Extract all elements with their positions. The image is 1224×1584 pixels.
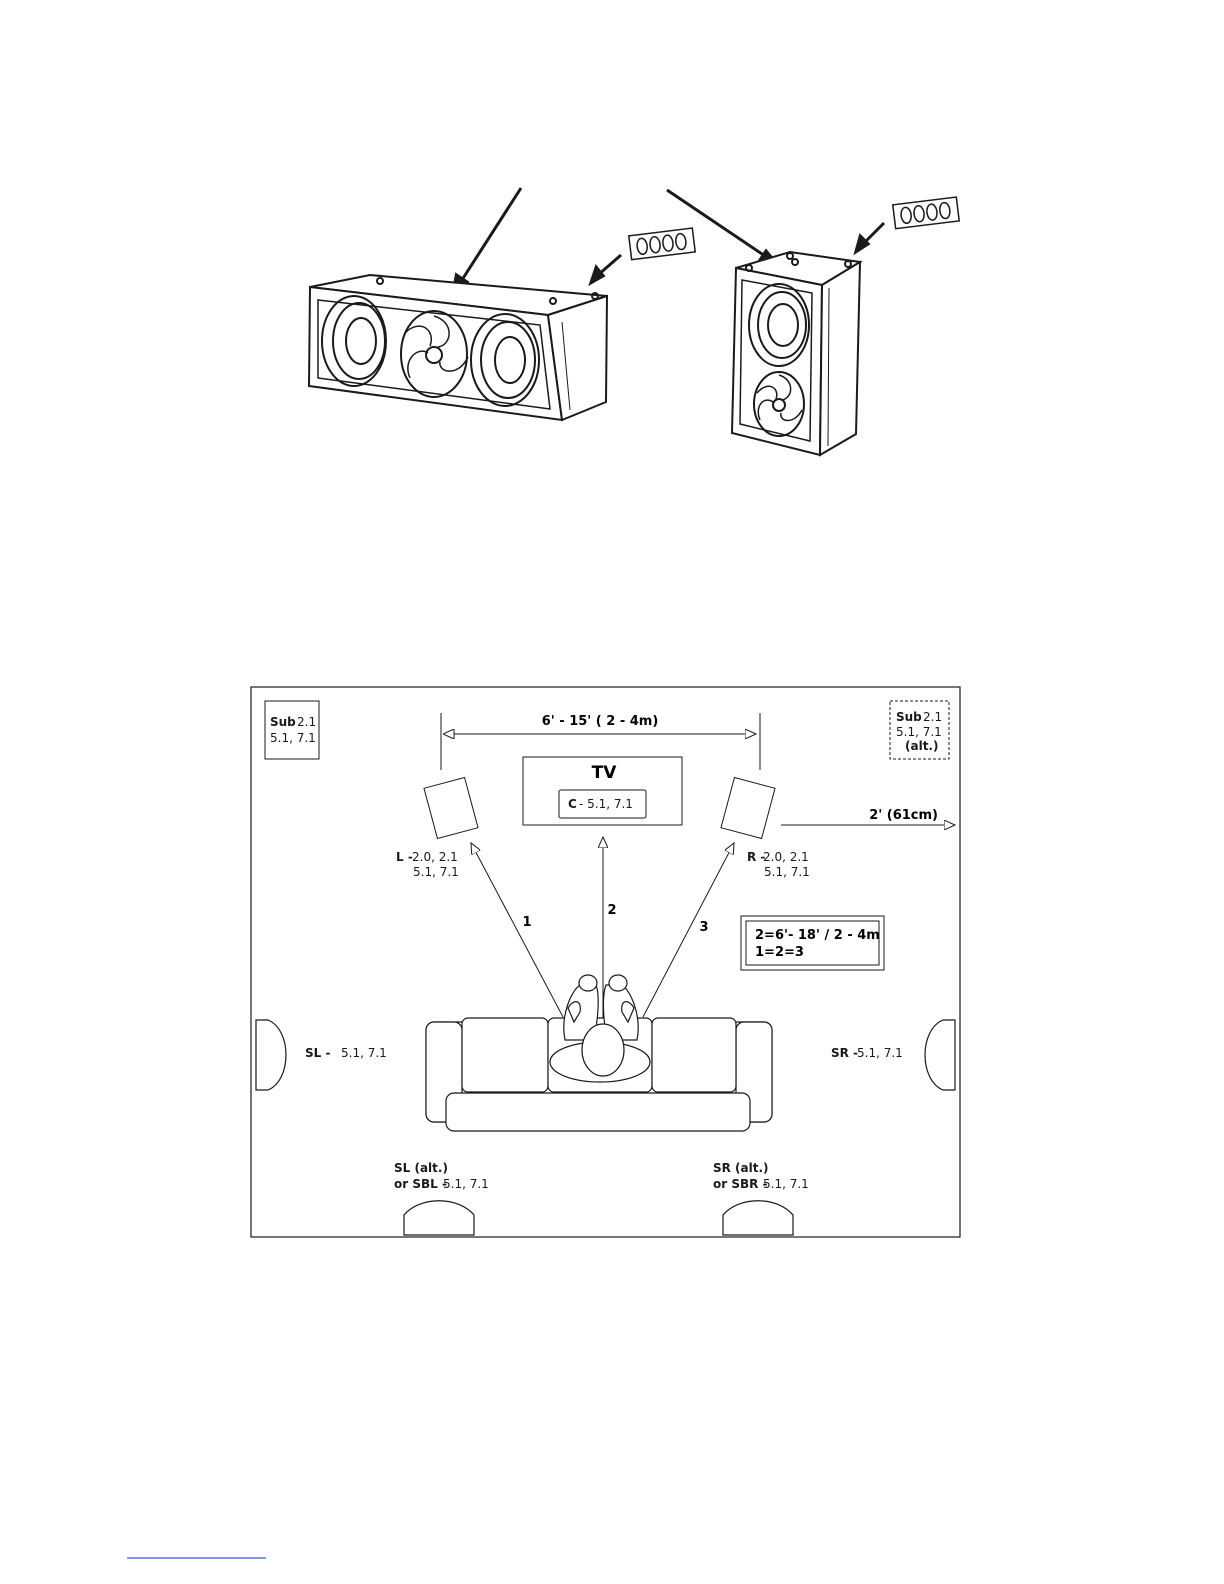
center-speaker-text: - 5.1, 7.1 (579, 797, 633, 811)
sr-alt-text: 5.1, 7.1 (763, 1177, 809, 1191)
sub-left-line2: 5.1, 7.1 (270, 731, 316, 745)
sub-left-line1: 2.1 (297, 715, 316, 729)
bookshelf-speaker-illustration (732, 252, 860, 455)
subwoofer-right-alt: Sub 2.1 5.1, 7.1 (alt.) (890, 701, 949, 759)
tv-box: TV C - 5.1, 7.1 (523, 757, 682, 825)
pointer-arrow-center (452, 188, 521, 296)
subwoofer-left: Sub 2.1 5.1, 7.1 (265, 701, 319, 759)
distance-label-1: 1 (522, 915, 531, 930)
speaker-illustration (309, 188, 959, 455)
right-speaker-line1: 2.0, 2.1 (763, 850, 809, 864)
sub-right-line2: 5.1, 7.1 (896, 725, 942, 739)
center-speaker-illustration (309, 275, 607, 420)
sub-left-name: Sub (270, 715, 296, 729)
sub-right-name: Sub (896, 710, 922, 724)
sr-text: 5.1, 7.1 (857, 1046, 903, 1060)
pointer-arrow-bookshelf (667, 190, 779, 266)
left-speaker-name: L - (396, 850, 413, 864)
surround-back-right-speaker (723, 1201, 793, 1235)
pointer-arrow-plug-right (855, 223, 884, 253)
distance-label-2: 2 (607, 903, 616, 918)
sl-name: SL - (305, 1046, 330, 1060)
tv-label: TV (592, 763, 618, 783)
left-speaker-line2: 5.1, 7.1 (413, 865, 459, 879)
surround-right-speaker (925, 1020, 955, 1090)
formula-line-2: 1=2=3 (755, 945, 804, 960)
front-left-speaker (424, 777, 478, 838)
pointer-arrow-plug-left (590, 255, 621, 284)
surround-back-left-speaker (404, 1201, 474, 1235)
wall-distance-label: 2' (61cm) (869, 808, 938, 823)
foam-plugs-icon (629, 228, 695, 260)
surround-left-speaker (256, 1020, 286, 1090)
center-speaker-name: C (568, 797, 577, 811)
foam-plugs-icon (893, 197, 959, 229)
sr-alt-prefix: or SBR - (713, 1177, 768, 1191)
distance-label-3: 3 (699, 920, 708, 935)
sub-right-line3: (alt.) (905, 739, 938, 753)
sl-text: 5.1, 7.1 (341, 1046, 387, 1060)
sl-alt-prefix: or SBL - (394, 1177, 447, 1191)
sr-name: SR - (831, 1046, 858, 1060)
sl-alt-text: 5.1, 7.1 (443, 1177, 489, 1191)
sr-alt-line1: SR (alt.) (713, 1161, 769, 1175)
sub-right-line1: 2.1 (923, 710, 942, 724)
listening-distance-lines (471, 837, 734, 1040)
width-span-label: 6' - 15' ( 2 - 4m) (542, 714, 659, 729)
front-right-speaker (721, 777, 775, 838)
left-speaker-line1: 2.0, 2.1 (412, 850, 458, 864)
formula-line-1: 2=6'- 18' / 2 - 4m (755, 928, 880, 943)
distance-formula-box: 2=6'- 18' / 2 - 4m 1=2=3 (741, 916, 884, 970)
right-speaker-line2: 5.1, 7.1 (764, 865, 810, 879)
sl-alt-line1: SL (alt.) (394, 1161, 448, 1175)
room-layout-diagram: Sub 2.1 5.1, 7.1 Sub 2.1 5.1, 7.1 (alt.)… (251, 687, 960, 1237)
